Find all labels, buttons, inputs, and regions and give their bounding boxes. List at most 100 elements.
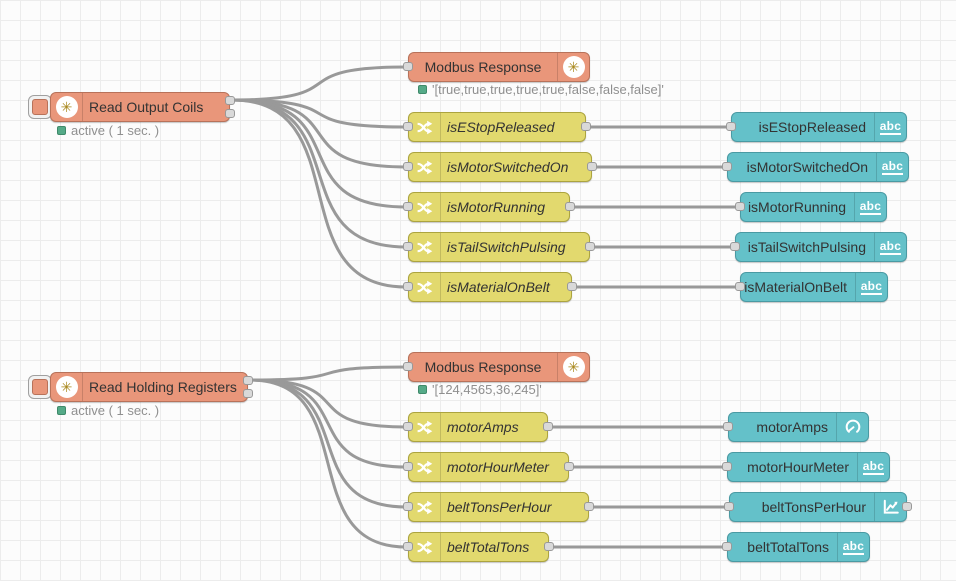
input-port[interactable] <box>722 462 732 471</box>
node-label: motorHourMeter <box>747 459 849 475</box>
dashboard-gauge-node[interactable]: motorAmps <box>728 412 869 442</box>
output-port[interactable] <box>587 162 597 171</box>
wire[interactable] <box>230 65 408 102</box>
switch-node[interactable]: beltTotalTons <box>408 532 549 562</box>
icon-strip: ✳ <box>51 373 83 401</box>
wire[interactable] <box>248 378 408 549</box>
output-port[interactable] <box>543 422 553 431</box>
input-port[interactable] <box>403 202 413 211</box>
input-port[interactable] <box>403 502 413 511</box>
wire[interactable] <box>230 98 408 129</box>
output-port[interactable] <box>902 502 912 511</box>
node-button[interactable] <box>28 95 52 119</box>
node-label: isTailSwitchPulsing <box>747 239 866 255</box>
switch-node[interactable]: beltTonsPerHour <box>408 492 589 522</box>
node-label: beltTonsPerHour <box>447 499 552 515</box>
node-label: isEStopReleased <box>447 119 555 135</box>
input-port[interactable] <box>403 422 413 431</box>
node-button-fill <box>32 379 48 395</box>
abc-icon: abc <box>876 153 908 181</box>
input-port[interactable] <box>403 542 413 551</box>
switch-node[interactable]: isEStopReleased <box>408 112 586 142</box>
output-port[interactable] <box>581 122 591 131</box>
modbus-read-node[interactable]: ✳ Read Output Coils <box>50 92 230 122</box>
dashboard-text-node[interactable]: abc isMaterialOnBelt <box>740 272 888 302</box>
dashboard-text-node[interactable]: abc isMotorRunning <box>740 192 887 222</box>
node-label: motorAmps <box>756 419 828 435</box>
input-port[interactable] <box>403 462 413 471</box>
switch-node[interactable]: motorHourMeter <box>408 452 569 482</box>
node-label: Modbus Response <box>424 359 542 375</box>
wire[interactable] <box>230 98 408 209</box>
abc-icon: abc <box>874 233 906 261</box>
wire[interactable] <box>248 365 408 382</box>
input-port[interactable] <box>403 242 413 251</box>
input-port[interactable] <box>726 122 736 131</box>
switch-node[interactable]: isMotorRunning <box>408 192 570 222</box>
node-label: isMotorRunning <box>747 199 846 215</box>
modbus-response-node[interactable]: ✳ Modbus Response <box>408 52 590 82</box>
output-port[interactable] <box>225 109 235 118</box>
node-button-fill <box>32 99 48 115</box>
modbus-icon: ✳ <box>562 56 585 78</box>
wire[interactable] <box>230 98 408 249</box>
gauge-icon <box>836 413 868 441</box>
input-port[interactable] <box>723 422 733 431</box>
node-label: Read Output Coils <box>89 99 204 115</box>
input-port[interactable] <box>722 162 732 171</box>
status-dot-green <box>57 126 66 135</box>
input-port[interactable] <box>722 542 732 551</box>
icon-strip: ✳ <box>51 93 83 121</box>
switch-node[interactable]: isMaterialOnBelt <box>408 272 572 302</box>
wire[interactable] <box>248 378 408 469</box>
input-port[interactable] <box>724 502 734 511</box>
input-port[interactable] <box>403 122 413 131</box>
switch-icon <box>409 273 441 301</box>
node-label: isMotorSwitchedOn <box>746 159 868 175</box>
output-port[interactable] <box>544 542 554 551</box>
wire[interactable] <box>248 378 408 429</box>
node-label: isTailSwitchPulsing <box>447 239 566 255</box>
dashboard-text-node[interactable]: abc isTailSwitchPulsing <box>735 232 907 262</box>
output-port[interactable] <box>585 242 595 251</box>
output-port[interactable] <box>225 96 235 105</box>
input-port[interactable] <box>735 282 745 291</box>
input-port[interactable] <box>403 162 413 171</box>
wire[interactable] <box>230 98 408 169</box>
dashboard-text-node[interactable]: abc beltTotalTons <box>727 532 870 562</box>
output-port[interactable] <box>584 502 594 511</box>
input-port[interactable] <box>730 242 740 251</box>
output-port[interactable] <box>243 389 253 398</box>
dashboard-text-node[interactable]: abc motorHourMeter <box>727 452 890 482</box>
dashboard-text-node[interactable]: abc isMotorSwitchedOn <box>727 152 909 182</box>
output-port[interactable] <box>565 202 575 211</box>
input-port[interactable] <box>403 362 413 371</box>
modbus-response-node[interactable]: ✳ Modbus Response <box>408 352 590 382</box>
output-port[interactable] <box>564 462 574 471</box>
dashboard-chart-node[interactable]: beltTonsPerHour <box>729 492 907 522</box>
input-port[interactable] <box>403 282 413 291</box>
switch-node[interactable]: isMotorSwitchedOn <box>408 152 592 182</box>
abc-icon: abc <box>837 533 869 561</box>
modbus-read-node[interactable]: ✳ Read Holding Registers <box>50 372 248 402</box>
wire[interactable] <box>230 98 408 289</box>
input-port[interactable] <box>403 62 413 71</box>
status-dot-green <box>418 385 427 394</box>
node-label: motorHourMeter <box>447 459 549 475</box>
node-button[interactable] <box>28 375 52 399</box>
switch-node[interactable]: isTailSwitchPulsing <box>408 232 590 262</box>
switch-icon <box>409 453 441 481</box>
output-port[interactable] <box>567 282 577 291</box>
node-label: isEStopReleased <box>758 119 866 135</box>
output-port[interactable] <box>243 376 253 385</box>
node-label: isMotorSwitchedOn <box>447 159 569 175</box>
dashboard-text-node[interactable]: abc isEStopReleased <box>731 112 907 142</box>
switch-node[interactable]: motorAmps <box>408 412 548 442</box>
icon-strip: ✳ <box>557 353 589 381</box>
switch-icon <box>409 533 441 561</box>
input-port[interactable] <box>735 202 745 211</box>
node-status: active ( 1 sec. ) <box>71 123 160 138</box>
abc-icon: abc <box>874 113 906 141</box>
wire[interactable] <box>248 378 408 509</box>
